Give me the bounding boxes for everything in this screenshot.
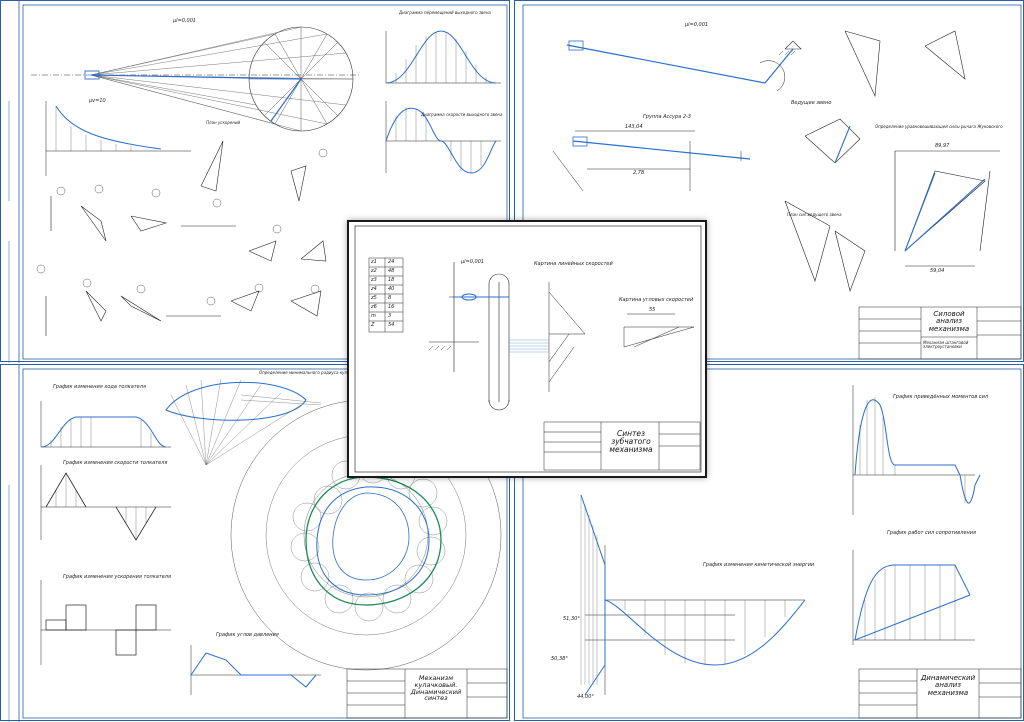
param-m: m — [371, 313, 376, 319]
kinematics-vel-scale: μv=10 — [89, 98, 106, 104]
dim-55: 55 — [649, 307, 656, 313]
moments-graph-title: График приведённых моментов сил — [893, 394, 989, 400]
angle-5130: 51,30° — [563, 616, 580, 622]
value-m: 3 — [388, 313, 392, 319]
acceleration-plan-label: План ускорений — [206, 120, 241, 125]
angle-5038: 50,38° — [551, 656, 568, 662]
value-z4: 40 — [388, 286, 395, 292]
param-z2: z2 — [371, 268, 377, 274]
force-scale: μl=0,001 — [685, 22, 709, 28]
cam-min-radius-title: Определение минимального радиуса кулачка — [259, 370, 357, 375]
value-z1: 24 — [388, 259, 395, 265]
velocity-diagram-title: Диаграмма скорости выходного звена — [421, 112, 503, 117]
dim-5904: 59,04 — [930, 268, 945, 274]
work-graph-title: График работ сил сопротивления — [887, 530, 977, 536]
zhukovsky-title: Определение уравновешивающей силы рычага… — [875, 124, 1003, 129]
param-z5: z5 — [371, 295, 377, 301]
driver-link-title: Ведущее звено — [791, 100, 832, 106]
kinematics-drawing — [8, 1, 508, 363]
gear-stamp-title: Синтез зубчатого механизма — [609, 429, 653, 454]
force-stamp-subtitle: Механизм штанговой электроустановки — [923, 340, 969, 349]
sheet-kinematics: μl=0,001 μv=10 Диаграмма перемещений вых… — [0, 0, 510, 363]
cam-vel-graph-title: График изменения скорости толкателя — [63, 460, 168, 466]
cam-acc-graph-title: График изменения ускорения толкателя — [63, 574, 171, 580]
sheet-cam-mechanism: График изменения хода толкателя График и… — [0, 364, 510, 722]
cam-disp-graph-title: График изменения хода толкателя — [53, 384, 146, 390]
assur-group-title: Группа Ассура 2-3 — [643, 114, 691, 120]
driver-force-plan-title: План сил ведущего звена — [787, 212, 842, 217]
dynamics-stamp-title: Динамический анализ механизма — [920, 674, 976, 697]
angle-4400: 44,00° — [577, 694, 594, 700]
sheet-gear-synthesis: μl=0,001 Картина линейных скоростей Карт… — [347, 220, 707, 478]
param-z6: z6 — [371, 304, 377, 310]
value-z6: 16 — [388, 304, 395, 310]
dim-8997: 89,97 — [935, 143, 950, 149]
cam-stamp-title: Механизм кулачковый. Динамический синтез — [410, 674, 462, 703]
angular-velocity-title: Картина угловых скоростей — [619, 297, 694, 303]
gear-scale: μl=0,001 — [461, 259, 485, 265]
param-Z: Z — [371, 322, 375, 328]
dim-278: 2,78 — [633, 170, 645, 176]
param-z3: z3 — [371, 277, 377, 283]
cam-pressure-graph-title: График углов давления — [216, 632, 279, 638]
kinematics-scale: μl=0,001 — [173, 18, 197, 24]
param-z1: z1 — [371, 259, 377, 265]
value-Z: 54 — [388, 322, 395, 328]
dim-143: 143,04 — [625, 124, 643, 130]
dynamics-drawing — [522, 368, 1022, 719]
value-z5: 8 — [388, 295, 392, 301]
gear-drawing — [354, 225, 702, 473]
param-z4: z4 — [371, 286, 377, 292]
value-z3: 18 — [388, 277, 395, 283]
force-stamp-title: Силовой анализ механизма — [928, 310, 970, 333]
force-analysis-drawing — [522, 4, 1022, 360]
displacement-diagram-title: Диаграмма перемещений выходного звена — [399, 10, 491, 15]
energy-graph-title: График изменения кинетической энергии — [703, 562, 815, 568]
linear-velocity-title: Картина линейных скоростей — [534, 261, 613, 267]
value-z2: 48 — [388, 268, 395, 274]
